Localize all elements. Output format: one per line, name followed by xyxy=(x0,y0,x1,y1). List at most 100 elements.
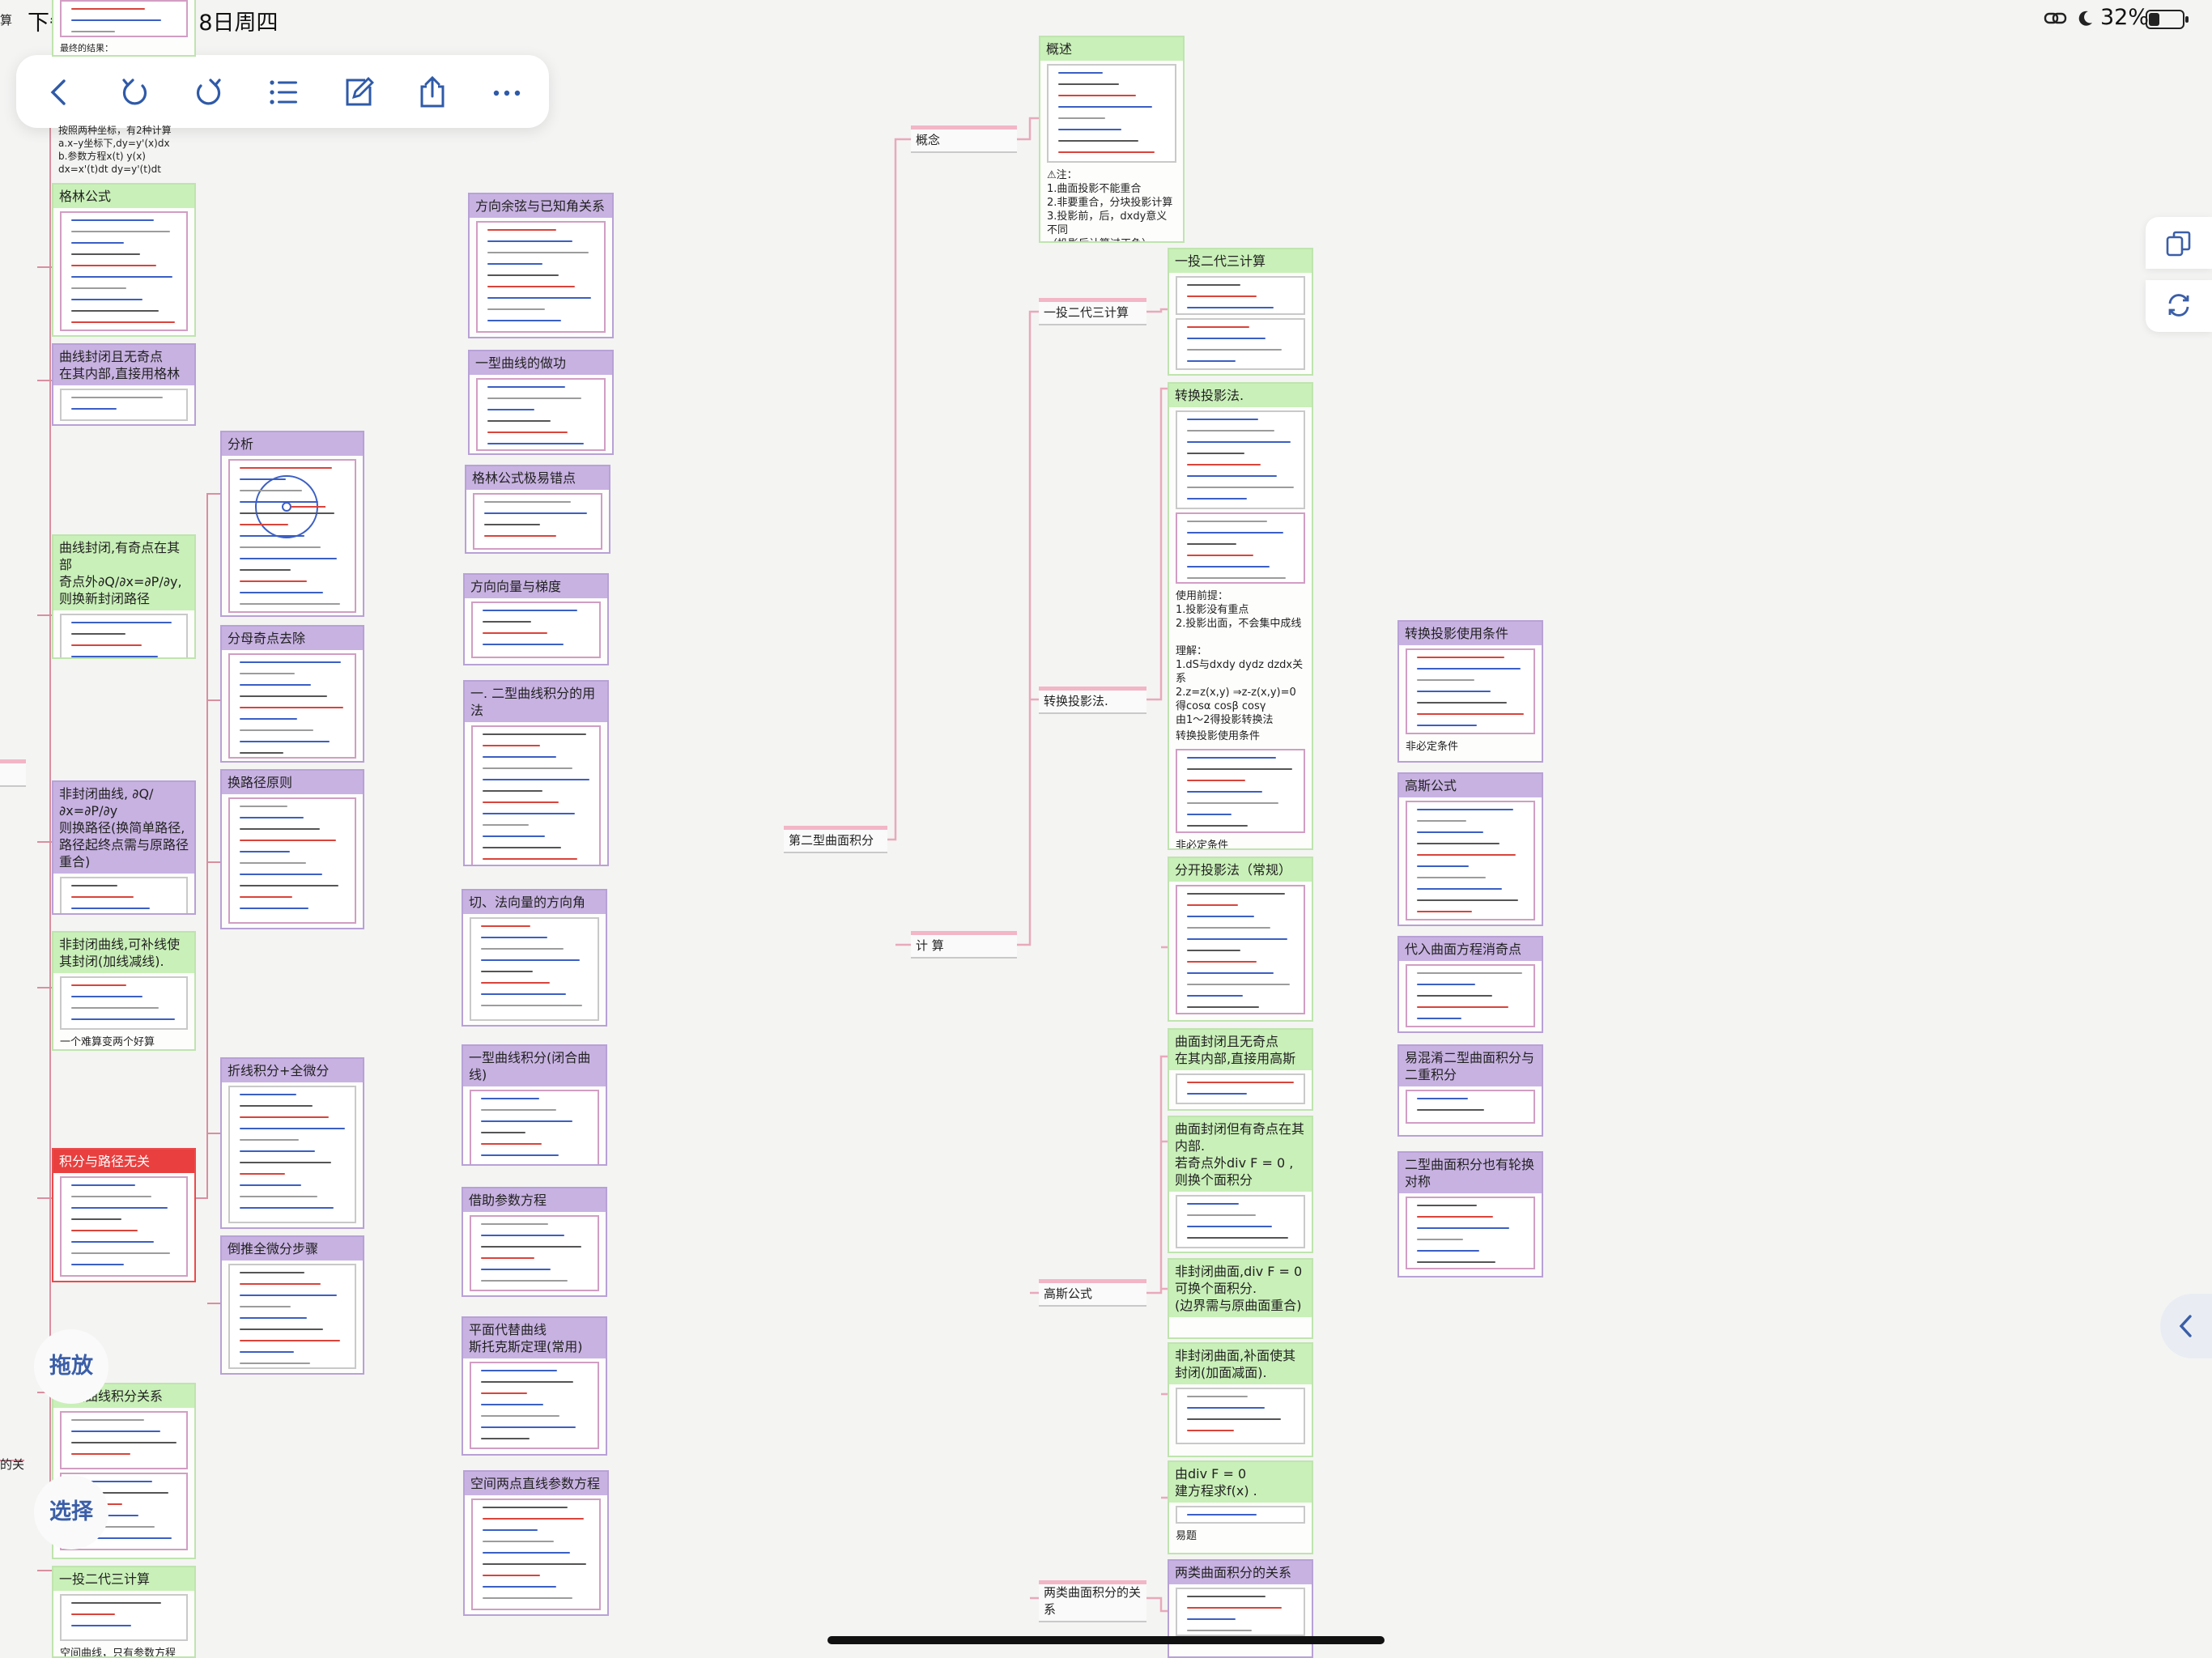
sketch-line xyxy=(1417,809,1514,810)
node-left-1[interactable]: 格林公式 xyxy=(52,183,196,337)
moon-icon xyxy=(2078,11,2092,26)
node-header: 曲面封闭且无奇点 在其内部,直接用高斯 xyxy=(1169,1030,1312,1070)
sketch-line xyxy=(71,287,127,289)
sketch-line xyxy=(481,1223,549,1225)
node-mid-1[interactable]: 方向余弦与已知角关系 xyxy=(468,193,614,338)
sketch-line xyxy=(1417,984,1476,985)
sync-button[interactable] xyxy=(2146,280,2212,332)
sketch-line xyxy=(240,592,324,593)
sketch-line xyxy=(481,1246,581,1248)
note-image xyxy=(60,1411,188,1469)
node-gainian[interactable]: 概述 ⚠注： 1.曲面投影不能重合 2.非要重合，分块投影计算 3.投影前，后，… xyxy=(1039,36,1185,243)
sketch-line xyxy=(240,851,290,852)
sketch-line xyxy=(1417,1205,1477,1206)
sketch-line xyxy=(240,729,314,731)
redo-icon[interactable] xyxy=(192,75,226,109)
note-image xyxy=(228,459,356,613)
share-icon[interactable] xyxy=(415,75,449,109)
note-image xyxy=(228,653,356,759)
node-note: 易题 xyxy=(1176,1530,1197,1542)
sketch-line xyxy=(1058,83,1120,85)
sketch-line xyxy=(483,813,576,814)
note-image xyxy=(1176,1073,1305,1104)
back-icon[interactable] xyxy=(43,75,77,109)
node-mid-5[interactable]: 一. 二型曲线积分的用法 xyxy=(463,680,609,866)
sketch-line xyxy=(1187,780,1246,781)
sketch-line xyxy=(240,467,333,469)
select-button[interactable]: 选择 xyxy=(34,1475,108,1550)
node-fenkai[interactable]: 分开投影法（常规） xyxy=(1168,857,1313,1022)
edge-label-b: 的关 xyxy=(0,1457,25,1472)
node-gaoshi-3[interactable]: 非封闭曲面,div F = 0 可换个面积分. (边界需与原曲面重合) xyxy=(1168,1258,1313,1339)
node-gaoshi-4[interactable]: 非封闭曲面,补面使其封闭(加面减面). xyxy=(1168,1342,1313,1457)
drag-drop-button[interactable]: 拖放 xyxy=(34,1329,108,1404)
undo-icon[interactable] xyxy=(117,75,151,109)
node-mid-4[interactable]: 方向向量与梯度 xyxy=(463,573,609,665)
node-yitou[interactable]: 一投二代三计算 xyxy=(1168,248,1313,376)
node-inner-2[interactable]: 分母奇点去除 xyxy=(220,625,364,763)
node-note: 使用前提： 1.投影没有重点 2.投影出面，不会集中成线 理解： 1.dS与dx… xyxy=(1176,590,1304,726)
node-mid-7[interactable]: 一型曲线积分(闭合曲线) xyxy=(462,1044,607,1166)
node-right-4[interactable]: 易混淆二型曲面积分与二重积分 xyxy=(1397,1044,1543,1137)
sketch-line xyxy=(240,478,287,480)
sync-icon xyxy=(2168,294,2189,317)
node-inner-4[interactable]: 折线积分+全微分 xyxy=(220,1057,364,1229)
node-inner-1[interactable]: 分析 xyxy=(220,431,364,617)
node-gaoshi-1[interactable]: 曲面封闭且无奇点 在其内部,直接用高斯 xyxy=(1168,1028,1313,1111)
sketch-line xyxy=(483,1575,540,1576)
root-node[interactable]: 第二型曲面积分 xyxy=(784,826,887,853)
node-gaoshi-5[interactable]: 由div F = 0 建方程求f(x) . 易题 xyxy=(1168,1460,1313,1554)
node-left-2[interactable]: 曲线封闭且无奇点 在其内部,直接用格林 xyxy=(52,343,196,426)
node-left-6[interactable]: 积分与路径无关 xyxy=(52,1148,196,1282)
note-image xyxy=(1176,410,1305,509)
sub-branch-gaoshi[interactable]: 高斯公式 xyxy=(1039,1279,1146,1307)
node-left-4[interactable]: 非封闭曲线, ∂Q/∂x=∂P/∂y 则换路径(换简单路径,路径起终点需与原路径… xyxy=(52,780,196,915)
node-note: 非必定条件 xyxy=(1176,840,1229,850)
sketch-line xyxy=(240,673,296,674)
sketch-line xyxy=(481,971,534,972)
node-left-3[interactable]: 曲线封闭,有奇点在其部 奇点外∂Q/∂x=∂P/∂y, 则换新封闭路径 xyxy=(52,534,196,659)
sketch-line xyxy=(71,908,151,909)
sketch-line xyxy=(240,1340,340,1341)
node-right-3[interactable]: 代入曲面方程消奇点 xyxy=(1397,936,1543,1033)
node-mid-10[interactable]: 空间两点直线参数方程 xyxy=(463,1470,609,1616)
sketch-line xyxy=(1417,995,1492,997)
node-right-2[interactable]: 高斯公式 xyxy=(1397,772,1543,926)
sketch-line xyxy=(1417,691,1491,692)
sketch-line xyxy=(483,733,587,735)
outline-list-icon[interactable] xyxy=(266,75,300,109)
copy-button[interactable] xyxy=(2146,217,2212,269)
sub-branch-zhuanhuan[interactable]: 转换投影法. xyxy=(1039,687,1146,714)
sub-branch-yitou[interactable]: 一投二代三计算 xyxy=(1039,298,1146,325)
sketch-line xyxy=(481,1005,583,1006)
more-icon[interactable] xyxy=(490,75,524,109)
node-mid-8[interactable]: 借助参数方程 xyxy=(462,1187,607,1297)
home-indicator[interactable] xyxy=(827,1636,1385,1644)
node-inner-3[interactable]: 换路径原则 xyxy=(220,769,364,929)
node-zhuanhuan[interactable]: 转换投影法. 使用前提： 1.投影没有重点 2.投影出面，不会集中成线 理解： … xyxy=(1168,382,1313,850)
sketch-line xyxy=(1417,1018,1462,1019)
node-left-8[interactable]: 一投二代三计算 空间曲线，只有参数方程 xyxy=(52,1566,196,1658)
sketch-line xyxy=(1417,668,1521,670)
node-inner-5[interactable]: 倒推全微分步骤 xyxy=(220,1235,364,1375)
sketch-line xyxy=(483,1541,554,1542)
branch-jisuan[interactable]: 计 算 xyxy=(911,931,1017,959)
sketch-line xyxy=(481,1438,530,1439)
node-left-5[interactable]: 非封闭曲线,可补线使其封闭(加线减线). 一个难算变两个好算 xyxy=(52,931,196,1051)
branch-gainian[interactable]: 概念 xyxy=(911,125,1017,153)
edge-node-left[interactable] xyxy=(0,759,26,787)
collapse-panel-button[interactable] xyxy=(2160,1294,2212,1358)
node-gaoshi-2[interactable]: 曲面封闭但有奇点在其内部. 若奇点外div F = 0 ,则换个面积分 xyxy=(1168,1116,1313,1253)
edit-icon[interactable] xyxy=(341,75,375,109)
node-mid-2[interactable]: 一型曲线的做功 xyxy=(468,350,614,455)
node-header: 格林公式 xyxy=(53,185,194,208)
sub-branch-liangelei[interactable]: 两类曲面积分的关系 xyxy=(1039,1580,1146,1622)
node-mid-9[interactable]: 平面代替曲线 斯托克斯定理(常用) xyxy=(462,1316,607,1456)
node-right-5[interactable]: 二型曲面积分也有轮换对称 xyxy=(1397,1151,1543,1278)
node-mid-3[interactable]: 格林公式极易错点 xyxy=(465,465,610,554)
node-right-1[interactable]: 转换投影使用条件 非必定条件 xyxy=(1397,620,1543,763)
node-mid-6[interactable]: 切、法向量的方向角 xyxy=(462,889,607,1027)
node-left-top[interactable]: 最终的结果： xyxy=(52,0,196,57)
sketch-line xyxy=(240,1162,331,1163)
